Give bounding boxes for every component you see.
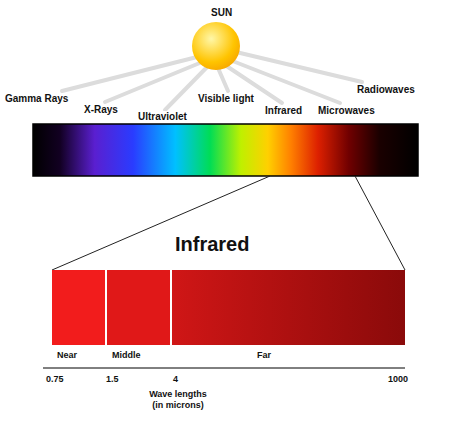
sun-circle: SUN [192, 22, 240, 70]
wavelength-tick: 1.5 [106, 374, 119, 384]
spectrum-label: Ultraviolet [136, 111, 189, 122]
wavelength-tick: 0.75 [46, 374, 64, 384]
far-band: Far [170, 270, 405, 345]
spectrum-label: Gamma Rays [5, 93, 68, 104]
node-label: Near [57, 350, 77, 360]
spectrum-label: Visible light [198, 93, 254, 104]
node-label: SUN [211, 7, 232, 18]
near-band: Near [52, 270, 105, 345]
middle-band: Middle [105, 270, 170, 345]
wavelength-tick: 4 [173, 374, 178, 384]
infrared-band: InfraredNearMiddleFar [52, 270, 405, 345]
spectrum-label: Radiowaves [357, 84, 415, 95]
spectrum-label: X-Rays [84, 104, 118, 115]
node-label: Far [257, 350, 271, 360]
node-label: Infrared [175, 233, 249, 256]
wavelength-axis [43, 368, 405, 369]
axis-title: Wave lengths (in microns) [146, 389, 210, 412]
spectrum-label: Microwaves [318, 105, 375, 116]
spectrum-label: Infrared [265, 105, 302, 116]
zoom-lines [52, 176, 405, 270]
wavelength-tick: 1000 [388, 374, 408, 384]
node-label: Middle [112, 350, 141, 360]
spectrum-bar [33, 124, 418, 176]
